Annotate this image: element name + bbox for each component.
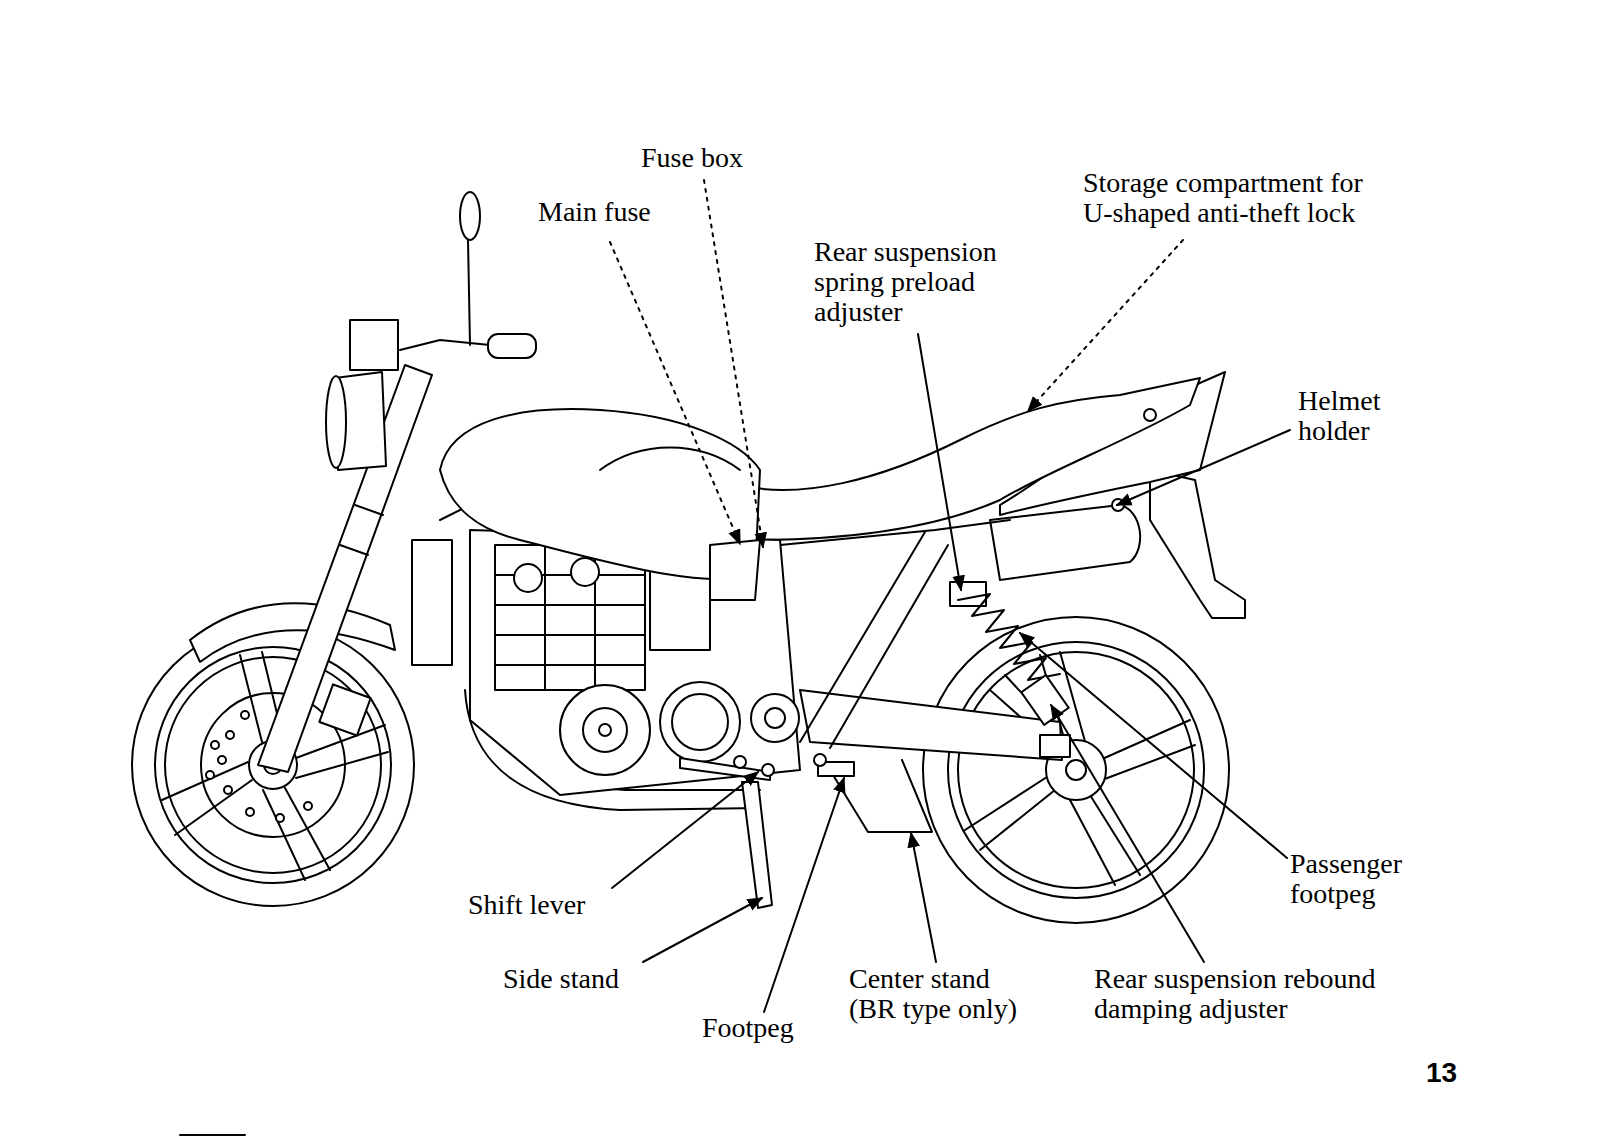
rear-shock xyxy=(958,594,1060,680)
engine xyxy=(470,530,800,795)
engine xyxy=(583,708,627,752)
front-wheel xyxy=(224,786,232,794)
engine xyxy=(470,530,800,795)
brake-caliper xyxy=(319,684,370,735)
rear-shock xyxy=(1021,675,1069,725)
leader-lines xyxy=(643,898,762,962)
leader-lines xyxy=(1117,430,1290,505)
front-wheel xyxy=(218,756,226,764)
part-label: Storage compartment for U-shaped anti-th… xyxy=(1083,168,1383,228)
motorcycle-illustration xyxy=(762,764,774,776)
engine xyxy=(514,564,542,592)
front-wheel xyxy=(211,741,219,749)
page-number: 13 xyxy=(1426,1058,1457,1088)
motorcycle-illustration xyxy=(814,754,826,766)
engine xyxy=(495,545,645,690)
motorcycle-illustration xyxy=(326,376,346,468)
motorcycle-illustration xyxy=(600,448,740,471)
front-wheel xyxy=(276,814,284,822)
front-wheel xyxy=(226,731,234,739)
shift-lever xyxy=(680,758,770,780)
handlebar xyxy=(400,340,490,350)
part-label: Helmet holder xyxy=(1298,386,1418,446)
motorcycle-illustration xyxy=(488,334,536,358)
engine xyxy=(765,708,785,728)
side-stand xyxy=(742,782,772,908)
front-wheel xyxy=(246,808,254,816)
engine xyxy=(660,682,740,762)
front-wheel xyxy=(304,802,312,810)
rear-shock xyxy=(950,582,986,606)
front-fork xyxy=(258,365,432,772)
leader-lines xyxy=(911,833,936,962)
leader-lines xyxy=(612,772,758,888)
part-label: Center stand (BR type only) xyxy=(849,964,1034,1024)
part-label: Passenger footpeg xyxy=(1290,849,1430,909)
leader-lines xyxy=(610,180,1290,1012)
mirror xyxy=(468,240,470,345)
engine xyxy=(599,724,611,736)
leader-lines xyxy=(764,778,844,1012)
engine xyxy=(560,685,650,775)
leader-lines xyxy=(918,334,961,590)
engine xyxy=(495,545,645,690)
motorcycle-illustration xyxy=(1040,735,1070,757)
rear-fender xyxy=(1150,470,1245,618)
front-wheel xyxy=(206,771,214,779)
part-label: Fuse box xyxy=(641,143,743,173)
motorcycle-illustration xyxy=(1144,409,1156,421)
engine xyxy=(751,694,799,742)
part-label: Side stand xyxy=(503,964,619,994)
front-fender xyxy=(190,603,395,662)
leader-lines xyxy=(1051,705,1204,962)
instrument xyxy=(350,320,398,370)
leader-lines xyxy=(1020,633,1287,858)
radiator xyxy=(412,540,452,665)
part-label: Main fuse xyxy=(538,197,651,227)
motorcycle-illustration xyxy=(340,505,383,555)
motorcycle-illustration xyxy=(460,192,480,240)
muffler xyxy=(990,505,1140,580)
part-label: Rear suspension spring preload adjuster xyxy=(814,237,1034,328)
page-rule xyxy=(180,1134,245,1136)
part-label: Footpeg xyxy=(702,1013,794,1043)
rear-shock xyxy=(950,582,1069,725)
swingarm xyxy=(800,690,1062,760)
front-wheel xyxy=(241,711,249,719)
engine xyxy=(672,694,728,750)
rear-wheel xyxy=(958,652,1194,888)
part-label: Rear suspension rebound damping adjuster xyxy=(1094,964,1394,1024)
rear-wheel xyxy=(965,652,1195,885)
rear-wheel xyxy=(1066,760,1086,780)
leader-lines xyxy=(704,180,763,547)
part-label: Shift lever xyxy=(468,890,585,920)
leader-lines xyxy=(1028,240,1183,411)
motorcycle-illustration xyxy=(734,756,746,768)
seat xyxy=(740,378,1200,540)
engine xyxy=(571,558,599,586)
side-cover xyxy=(710,540,760,600)
